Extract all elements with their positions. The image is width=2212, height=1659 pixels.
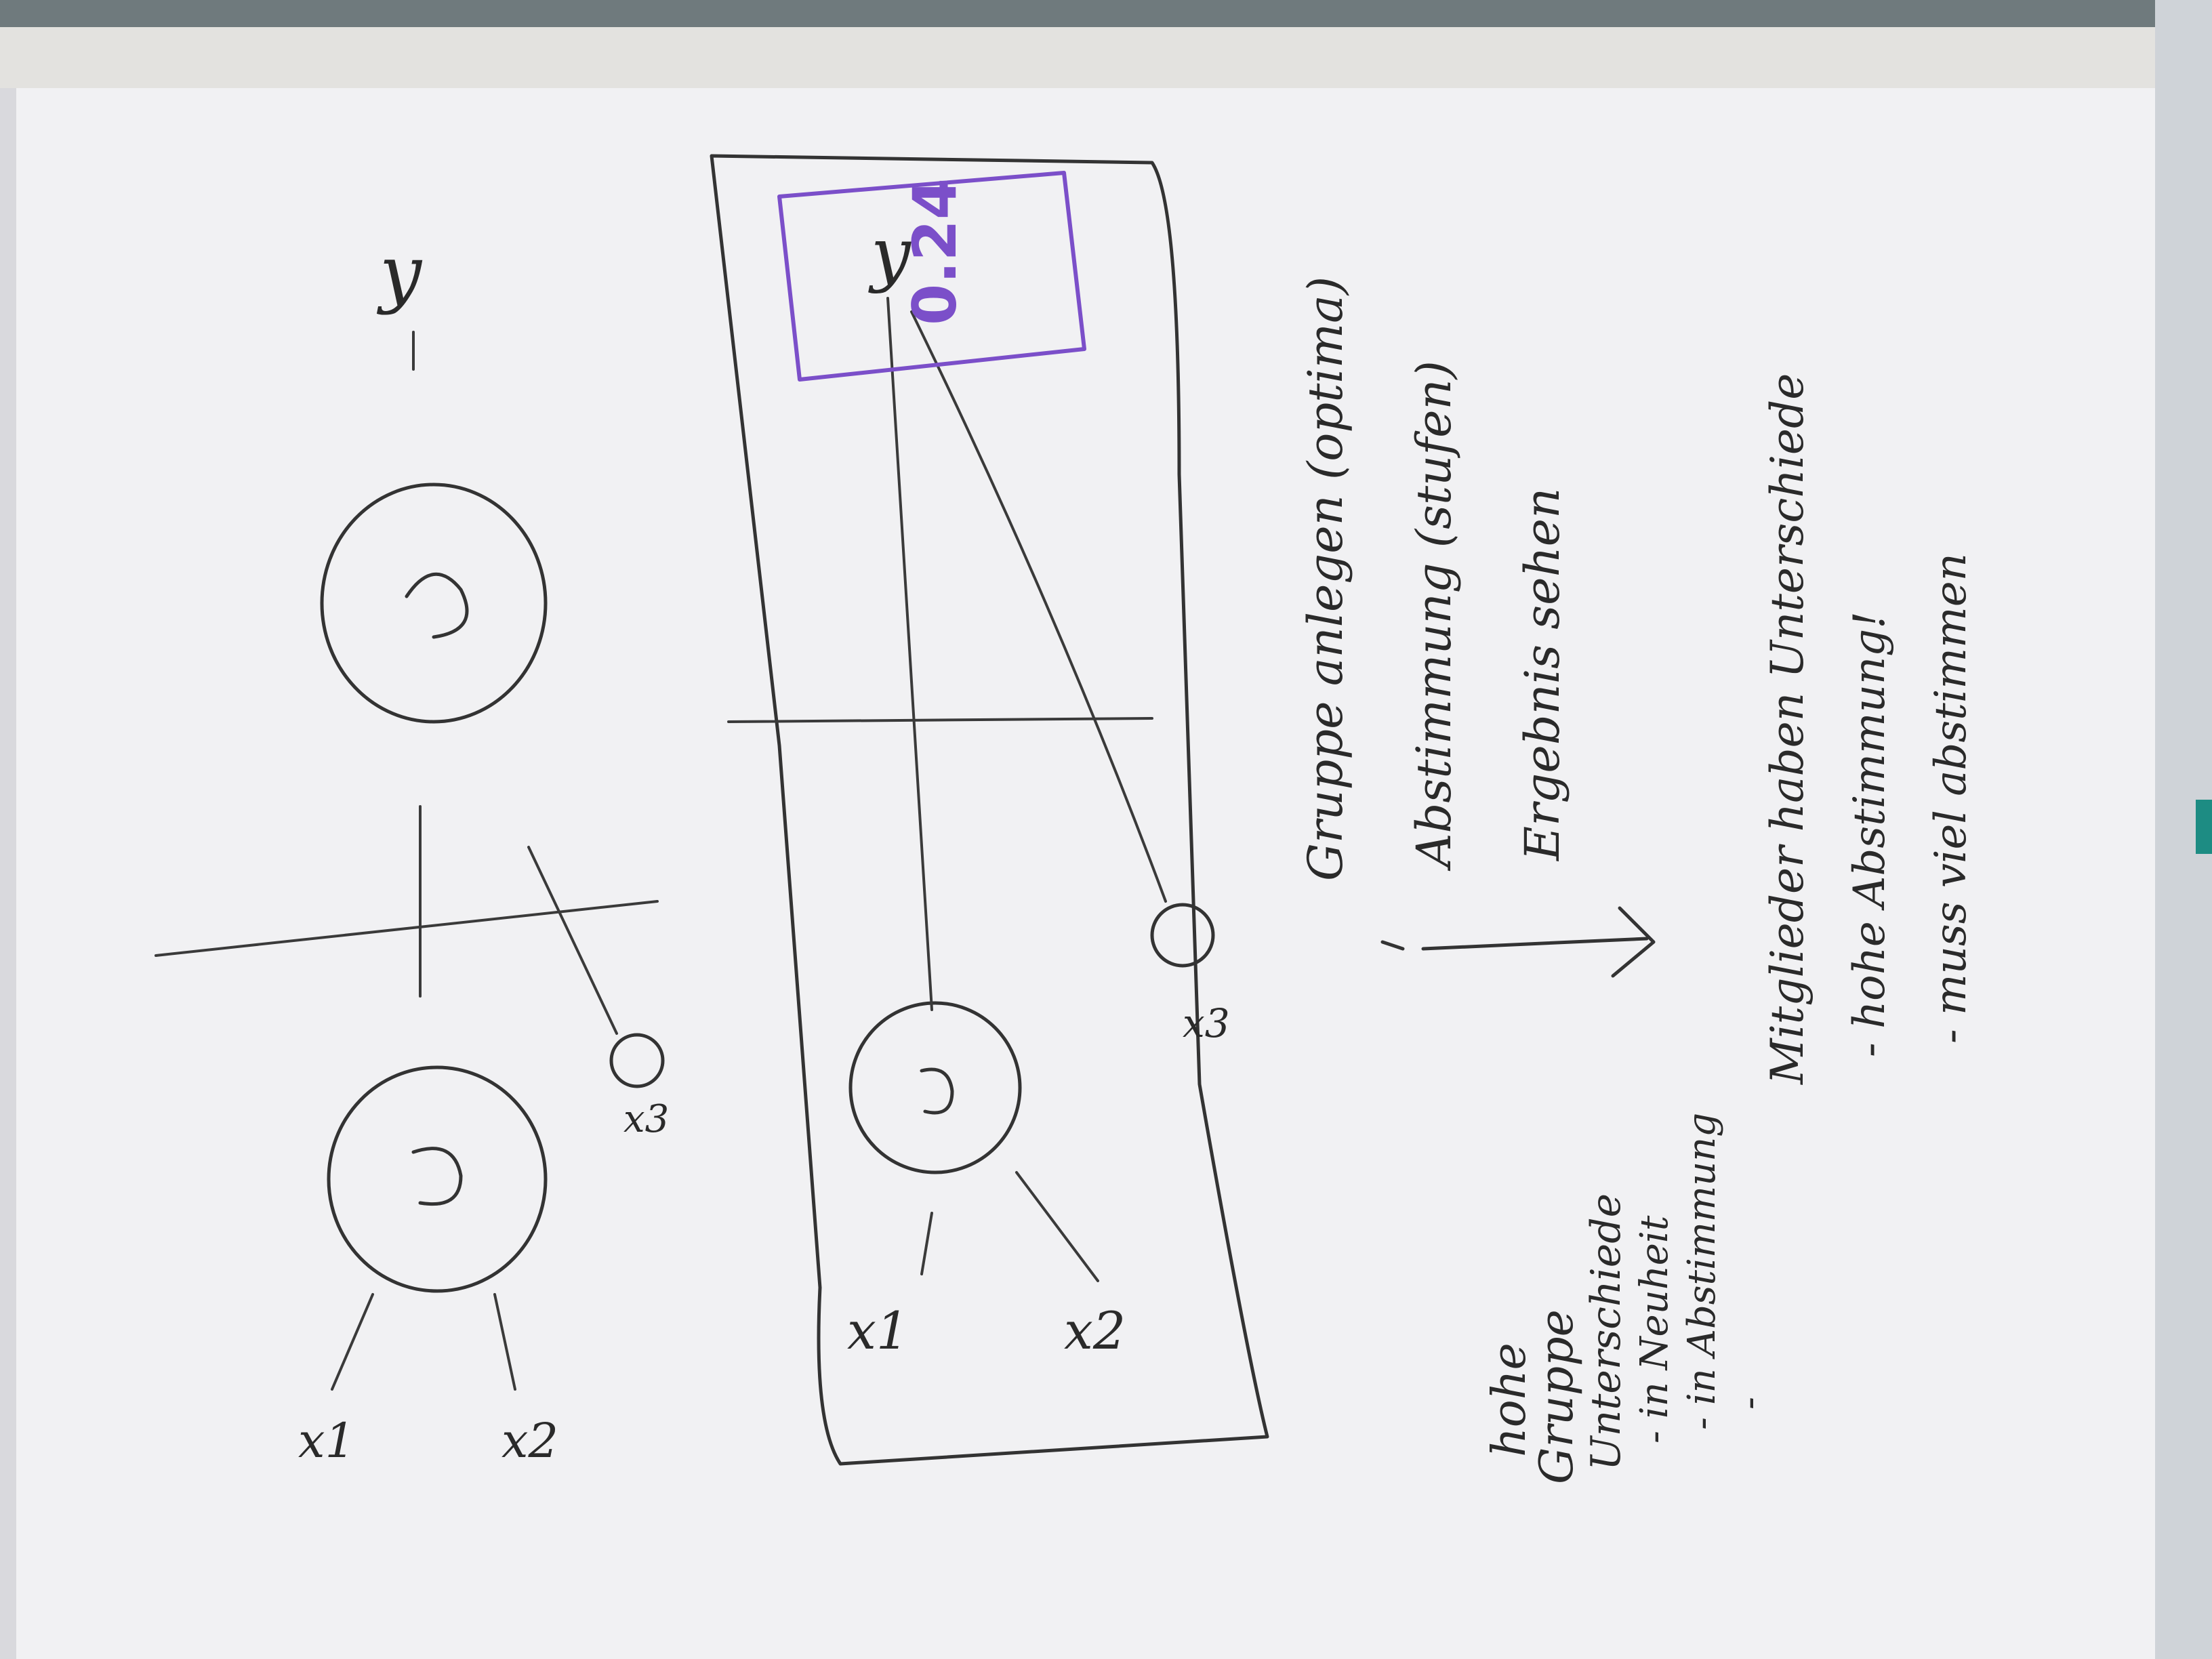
- note-right-3: Ergebnis sehen: [1515, 488, 1570, 862]
- purple-highlight-box: [777, 171, 1086, 382]
- paper-left-edge: [0, 88, 16, 1659]
- top-middle-node-inner: [405, 572, 469, 639]
- frame-label-x3: x3: [1183, 1000, 1230, 1046]
- frame-divider-line: [727, 717, 1153, 723]
- frame-left-node: [848, 1001, 1022, 1174]
- top-divider-line: [155, 900, 659, 957]
- note-bottom-3: - muss viel abstimmen: [1926, 553, 1976, 1044]
- frame-label-x2: x2: [1064, 1300, 1126, 1361]
- frame-edge-x1: [920, 1212, 933, 1275]
- arrow-right-down: [1380, 940, 1405, 951]
- frame-edge-x2: [1015, 1171, 1099, 1282]
- note-left-4: - in Neuheit: [1633, 1215, 1677, 1443]
- frame-label-x1: x1: [847, 1300, 909, 1361]
- note-left-3: Unterschiede: [1582, 1193, 1630, 1471]
- arrow-shaft: [1421, 937, 1649, 951]
- top-label-x2: x2: [501, 1413, 558, 1469]
- framed-diagram: x1 x2 x3 y 0.24: [710, 154, 1269, 1466]
- top-diagram: x1 x2 x3 y: [155, 229, 669, 1469]
- note-left-5: - in Abstimmung: [1680, 1113, 1724, 1430]
- frame-outline: [710, 154, 1269, 1466]
- top-label-y: y: [376, 229, 423, 316]
- top-middle-node: [320, 483, 548, 724]
- note-bottom-2: - hohe Abstimmung!: [1845, 611, 1895, 1057]
- note-right-2: Abstimmung (stufen): [1406, 361, 1462, 872]
- frame-edge-left-output: [886, 297, 933, 1011]
- top-edge-x2: [493, 1293, 516, 1391]
- frame-edge-small-output: [910, 310, 1167, 903]
- notes: hohe Gruppe Unterschiede - in Neuheit - …: [1298, 276, 1976, 1484]
- frame-left-node-inner: [920, 1067, 954, 1115]
- top-left-node: [327, 1065, 548, 1293]
- note-bottom-1: Mitglieder haben Unterschiede: [1761, 373, 1814, 1085]
- top-left-node-inner: [411, 1147, 463, 1206]
- note-left-6: -: [1727, 1397, 1771, 1410]
- teal-clip: [2196, 800, 2212, 854]
- note-right-1: Gruppe anlegen (optima): [1298, 276, 1353, 881]
- note-left-1: hohe: [1483, 1343, 1536, 1457]
- top-edge-x1: [331, 1293, 374, 1391]
- top-edge-small-middle: [527, 846, 618, 1035]
- arrow-head: [1611, 906, 1656, 978]
- frame-small-node: [1150, 903, 1215, 968]
- top-small-node: [609, 1033, 665, 1088]
- top-label-x3: x3: [623, 1097, 669, 1141]
- purple-highlight-value: 0.24: [900, 178, 970, 325]
- frame-label-y: y: [868, 212, 912, 295]
- note-left-2: Gruppe: [1530, 1309, 1584, 1484]
- paper-sheet: [14, 88, 2169, 1659]
- top-label-x1: x1: [298, 1413, 355, 1469]
